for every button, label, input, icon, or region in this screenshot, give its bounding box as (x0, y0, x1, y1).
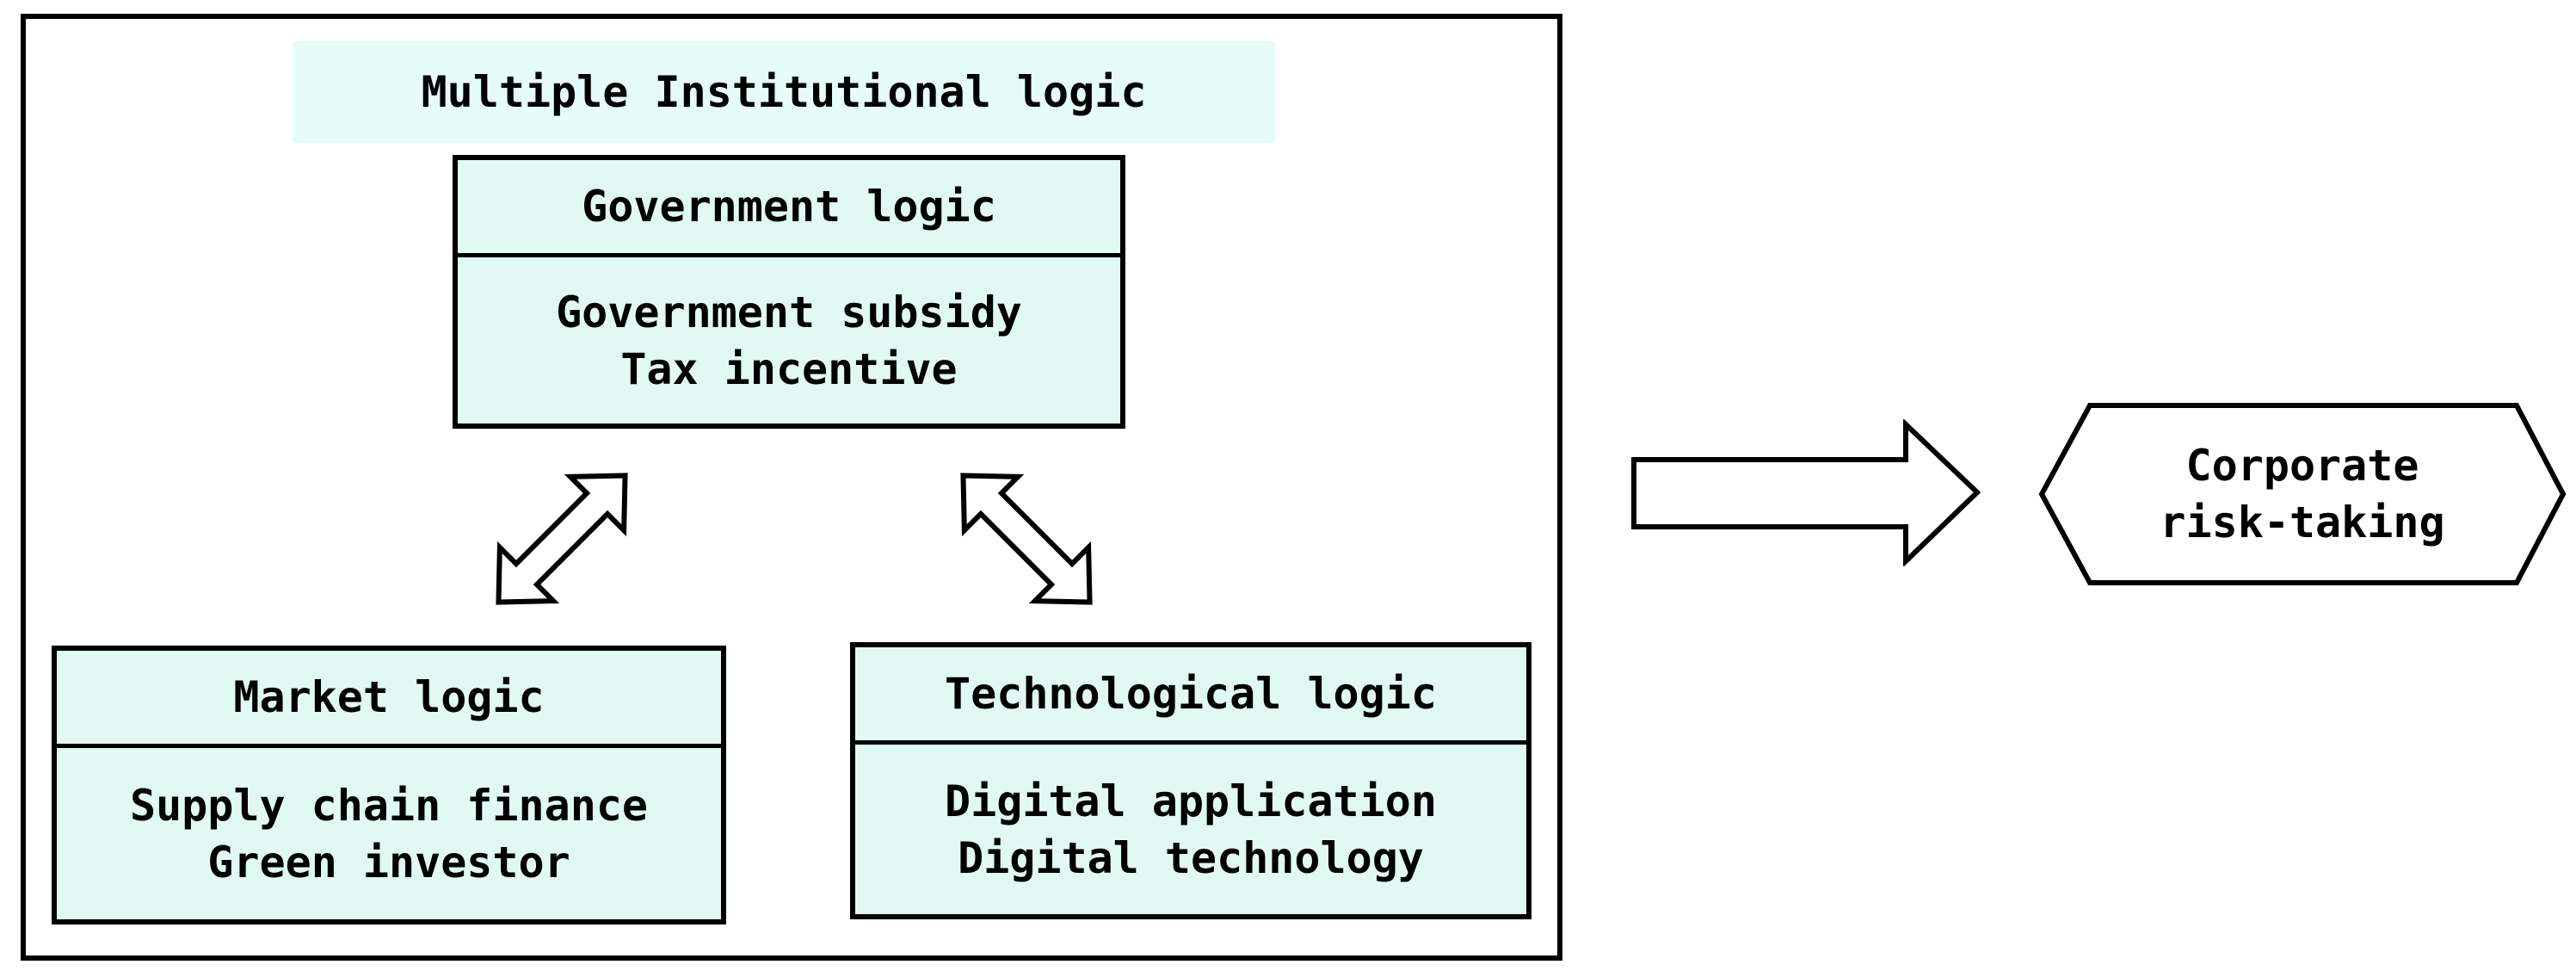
government-market-double-arrow-icon (496, 473, 628, 605)
detail-line: Digital application (945, 776, 1437, 826)
detail-line: Supply chain finance (129, 780, 649, 831)
government-logic-box: Government logic Government subsidy Tax … (453, 155, 1125, 429)
outcome-line: Corporate (2185, 441, 2419, 491)
corporate-risk-taking-shape (2038, 403, 2567, 585)
detail-line: Government subsidy (556, 287, 1022, 337)
multiple-institutional-logic-banner: Multiple Institutional logic (293, 41, 1275, 143)
government-technology-double-arrow-icon (960, 473, 1093, 605)
market-logic-box: Market logic Supply chain finance Green … (52, 646, 726, 924)
market-logic-details: Supply chain finance Green investor (57, 748, 721, 919)
technological-logic-details: Digital application Digital technology (855, 745, 1526, 914)
government-logic-details: Government subsidy Tax incentive (458, 257, 1120, 424)
market-logic-header: Market logic (57, 651, 721, 748)
technological-logic-box: Technological logic Digital application … (850, 642, 1531, 919)
leads-to-arrow-icon (1631, 419, 1981, 566)
detail-line: Tax incentive (620, 343, 958, 394)
technological-logic-header: Technological logic (855, 647, 1526, 745)
banner-label: Multiple Institutional logic (421, 67, 1147, 117)
detail-line: Digital technology (958, 832, 1424, 883)
detail-line: Green investor (207, 837, 570, 887)
corporate-risk-taking-label: Corporate risk-taking (2037, 401, 2567, 587)
outcome-line: risk-taking (2160, 498, 2445, 547)
government-logic-header: Government logic (458, 160, 1120, 257)
